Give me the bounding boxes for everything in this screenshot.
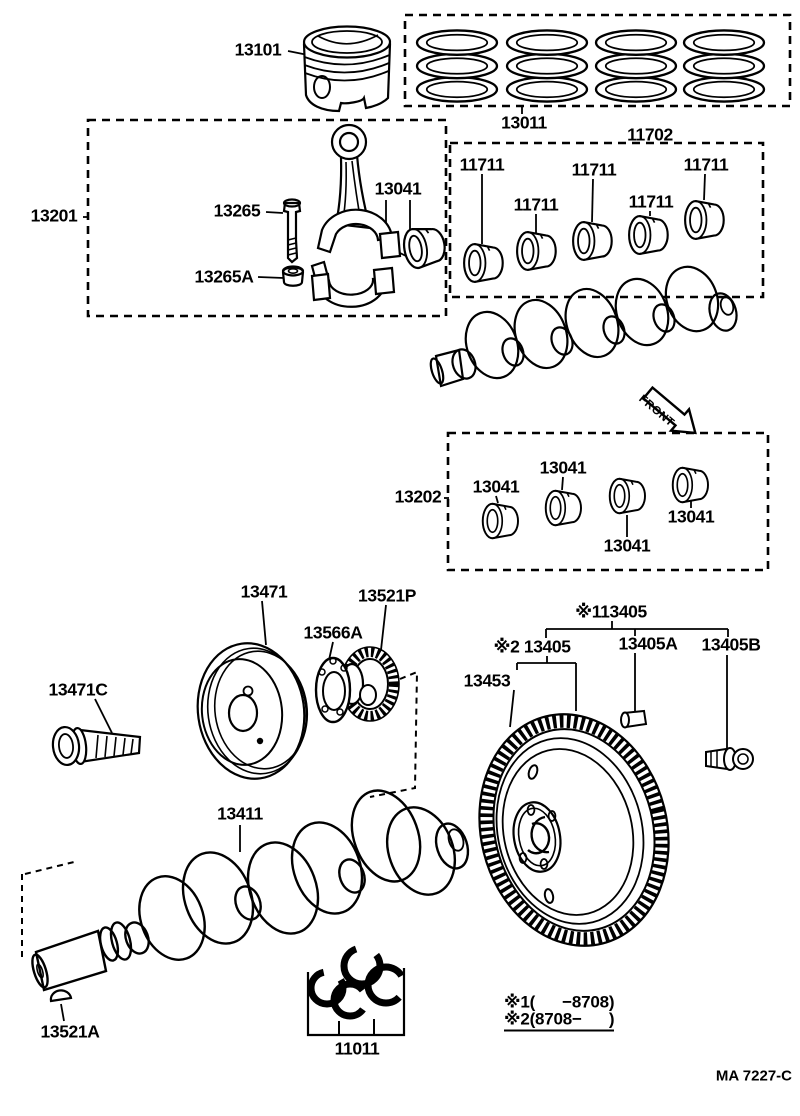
- part-label-rod-nut: 13265A: [194, 266, 254, 287]
- part-label-rod-subassembly: 13201: [30, 205, 78, 226]
- leader-lines: [60, 50, 729, 1022]
- thrust-washer-drawing: [306, 944, 408, 1037]
- part-label-ring-set: 13011: [501, 112, 547, 133]
- part-label-flywheel-bolt: 13405B: [701, 634, 761, 655]
- upper-main-bearings: [463, 200, 725, 283]
- part-label-piston: 13101: [234, 39, 282, 60]
- part-label-lower-bearing-4: 13041: [667, 506, 715, 527]
- part-label-thrust-washer: 11011: [334, 1038, 380, 1059]
- connecting-rod-box: [86, 118, 448, 318]
- flywheel-bolt-drawing: [705, 747, 754, 771]
- piston-drawing: [302, 25, 392, 113]
- part-label-pulley: 13471: [240, 581, 288, 602]
- lower-bearing-box: [446, 431, 770, 572]
- part-label-main-bearing-2: 11711: [513, 194, 559, 215]
- woodruff-key-drawing: [49, 989, 73, 1003]
- part-label-lower-bearing-1: 13041: [472, 476, 520, 497]
- pulley-drawing: [196, 642, 400, 780]
- part-label-flywheel-ref2: ※2 13405: [493, 636, 571, 657]
- part-label-main-bearing-3: 11711: [571, 159, 617, 180]
- lower-crankshaft-drawing: [31, 789, 470, 992]
- footnote-1: ※1( −8708): [504, 992, 615, 1012]
- front-arrow: FRONT: [636, 385, 697, 435]
- piston-ring-sets: [415, 29, 766, 103]
- part-label-main-bearing-4: 11711: [628, 191, 674, 212]
- part-label-woodruff-key: 13521A: [40, 1021, 100, 1042]
- flywheel-hub: [512, 801, 562, 873]
- flywheel-drawing: [478, 713, 670, 947]
- part-label-lower-bearing-3: 13041: [603, 535, 651, 556]
- flywheel-pin-drawing: [620, 709, 648, 729]
- part-label-crankshaft: 13411: [217, 803, 263, 824]
- part-label-ring-gear: 13453: [463, 670, 511, 691]
- part-label-flywheel-pin: 13405A: [618, 633, 678, 654]
- part-label-pulley-bolt: 13471C: [48, 679, 108, 700]
- part-label-bearing-set-lower: 13202: [394, 486, 442, 507]
- group-boxes: [86, 13, 792, 572]
- drawing-code: MA 7227-C: [715, 1067, 792, 1085]
- part-label-rod-bolt: 13265: [213, 200, 261, 221]
- part-label-main-bearing-5: 11711: [683, 154, 729, 175]
- rod-nut: [281, 266, 305, 287]
- pulley-bolt-drawing: [51, 725, 142, 767]
- assembly-dash-lines: [21, 670, 419, 961]
- upper-bearing-box: [448, 141, 765, 299]
- part-label-bearing-set-upper: 11702: [627, 124, 673, 145]
- part-label-rod-bearing: 13041: [374, 178, 422, 199]
- gear-spacer-drawing: [314, 656, 352, 724]
- footnote-2: ※2(8708− ): [504, 1011, 615, 1032]
- connecting-rod-drawing: [281, 123, 449, 308]
- part-label-main-bearing-1: 11711: [459, 154, 505, 175]
- rod-bearing-shell: [400, 222, 449, 271]
- part-label-flywheel-ref1: ※113405: [575, 601, 647, 622]
- part-label-gear-spacer: 13566A: [303, 622, 363, 643]
- part-label-lower-bearing-2: 13041: [539, 457, 587, 478]
- upper-crankshaft-drawing: [429, 265, 738, 388]
- part-label-timing-gear: 13521P: [358, 585, 416, 606]
